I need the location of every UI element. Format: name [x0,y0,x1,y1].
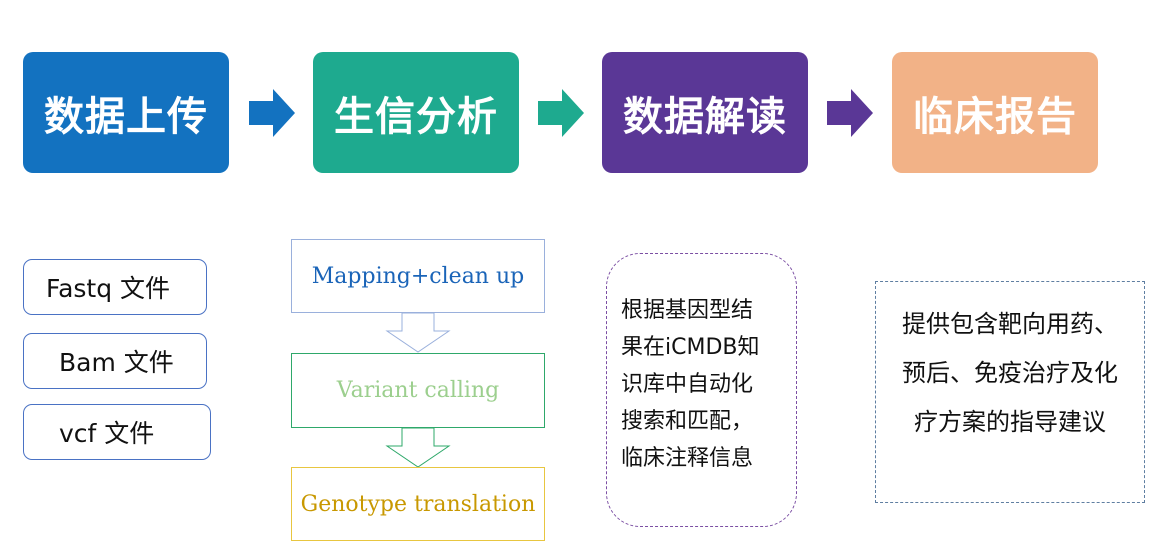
analysis-step-label: Variant calling [336,378,500,403]
file-type-label: vcf 文件 [59,419,155,448]
analysis-step-mapping: Mapping+clean up [291,239,545,313]
interpretation-line: 识库中自动化 [621,372,754,397]
analysis-step-label: Genotype translation [300,491,536,517]
file-type-label: Bam 文件 [59,348,174,377]
report-text: 提供包含靶向用药、 预后、免疫治疗及化 疗方案的指导建议 [875,300,1145,447]
report-line: 疗方案的指导建议 [914,408,1106,436]
report-line: 预后、免疫治疗及化 [902,359,1118,387]
interpretation-text: 根据基因型结 果在iCMDB知 识库中自动化 搜索和匹配， 临床注释信息 [621,292,791,477]
file-type-label: Fastq 文件 [46,274,171,303]
arrow-right-icon [249,89,295,137]
analysis-step-genotype-translation: Genotype translation [291,467,545,541]
report-line: 提供包含靶向用药、 [902,310,1118,338]
stage-data-upload: 数据上传 [23,52,229,173]
interpretation-box [606,253,797,527]
stage-clinical-report: 临床报告 [892,52,1098,173]
interpretation-line: 搜索和匹配， [621,409,754,434]
interpretation-line: 根据基因型结 [621,298,754,323]
arrow-down-icon [385,428,451,468]
file-type-bam: Bam 文件 [23,333,207,389]
analysis-step-label: Mapping+clean up [311,263,525,289]
file-type-vcf: vcf 文件 [23,404,211,460]
analysis-step-variant-calling: Variant calling [291,353,545,428]
stage-bioinformatics-analysis: 生信分析 [313,52,519,173]
file-type-fastq: Fastq 文件 [23,259,207,315]
arrow-right-icon [538,89,584,137]
interpretation-line: 临床注释信息 [621,446,754,471]
arrow-down-icon [385,313,451,353]
report-box [875,281,1145,503]
interpretation-line: 果在iCMDB知 [621,335,760,360]
stage-data-interpretation: 数据解读 [602,52,808,173]
arrow-right-icon [827,89,873,137]
